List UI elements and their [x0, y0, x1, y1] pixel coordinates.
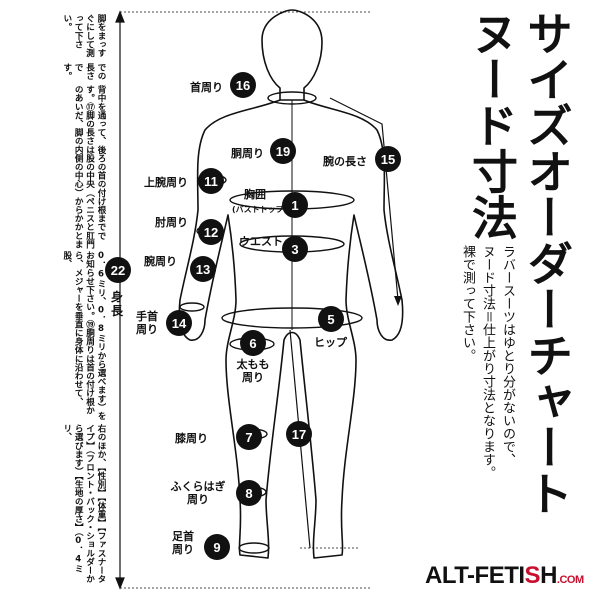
- label-arm-length: 腕の長さ: [323, 155, 367, 168]
- label-knee: 膝周り: [175, 432, 208, 445]
- label-chest-sub: (バストトップ): [232, 205, 288, 214]
- chart-title: サイズオーダーチャート: [520, 10, 574, 516]
- order-notes: 右のほか、【性別】【体重】【ファスナータイプ】（フロント・バック・ショルダーから…: [12, 14, 106, 589]
- badge-5: 5: [318, 306, 344, 332]
- note-nude-size: ヌード寸法＝仕上がり寸法となります。: [480, 245, 495, 479]
- chart-subtitle-title: ヌード寸法: [465, 10, 519, 240]
- badge-7: 7: [236, 424, 262, 450]
- badge-14: 14: [166, 310, 192, 336]
- label-torso-girth: 胴周り: [231, 147, 264, 160]
- badge-19: 19: [270, 138, 296, 164]
- label-forearm: 腕周り: [144, 255, 177, 268]
- body-outline: [178, 99, 404, 559]
- note-rubber-suit: ラバースーツはゆとり分がないので、: [500, 245, 515, 466]
- badge-9: 9: [204, 534, 230, 560]
- note-line-4: での長さです。: [61, 62, 106, 80]
- label-waist: ウエスト: [239, 235, 283, 248]
- label-thigh: 太もも周り: [236, 358, 270, 384]
- badge-17: 17: [286, 421, 312, 447]
- label-calf: ふくらはぎ周り: [170, 480, 226, 506]
- note-measure-naked: 裸で測って下さい。: [460, 245, 475, 362]
- badge-12: 12: [198, 219, 224, 245]
- height-label: 身 長: [111, 290, 136, 318]
- badge-1: 1: [282, 192, 308, 218]
- badge-13: 13: [190, 256, 216, 282]
- note-line-5: 脚をまっすぐにして測って下さい。: [61, 14, 106, 57]
- badge-22: 22: [105, 257, 131, 283]
- badge-8: 8: [236, 480, 262, 506]
- note-line-2: 0．6ミリ、0．8ミリから選べます）をお知らせ下さい。⑲胴周りは首の付け根から、…: [61, 250, 106, 420]
- badge-3: 3: [282, 236, 308, 262]
- brand-logo: ALT-FETISH.COM: [425, 562, 584, 589]
- badge-6: 6: [240, 330, 266, 356]
- arm-length-guide: [329, 97, 399, 301]
- label-elbow: 肘周り: [155, 216, 188, 229]
- label-hip: ヒップ: [314, 336, 347, 349]
- badge-15: 15: [375, 146, 401, 172]
- label-neck: 首周り: [190, 81, 223, 94]
- head-outline: [261, 9, 323, 101]
- badge-16: 16: [230, 72, 256, 98]
- note-line-1: 右のほか、【性別】【体重】【ファスナータイプ】（フロント・バック・ショルダーから…: [61, 424, 106, 584]
- label-wrist: 手首周り: [136, 310, 158, 336]
- label-ankle: 足首周り: [172, 530, 194, 556]
- badge-11: 11: [198, 168, 224, 194]
- label-chest: 胸囲: [244, 188, 266, 201]
- label-upper-arm: 上腕周り: [144, 176, 188, 189]
- note-line-3: 背中を通って、後ろの首の付け根までです。⑰脚の長さは股の中央（ペニスと肛門のあい…: [73, 85, 106, 249]
